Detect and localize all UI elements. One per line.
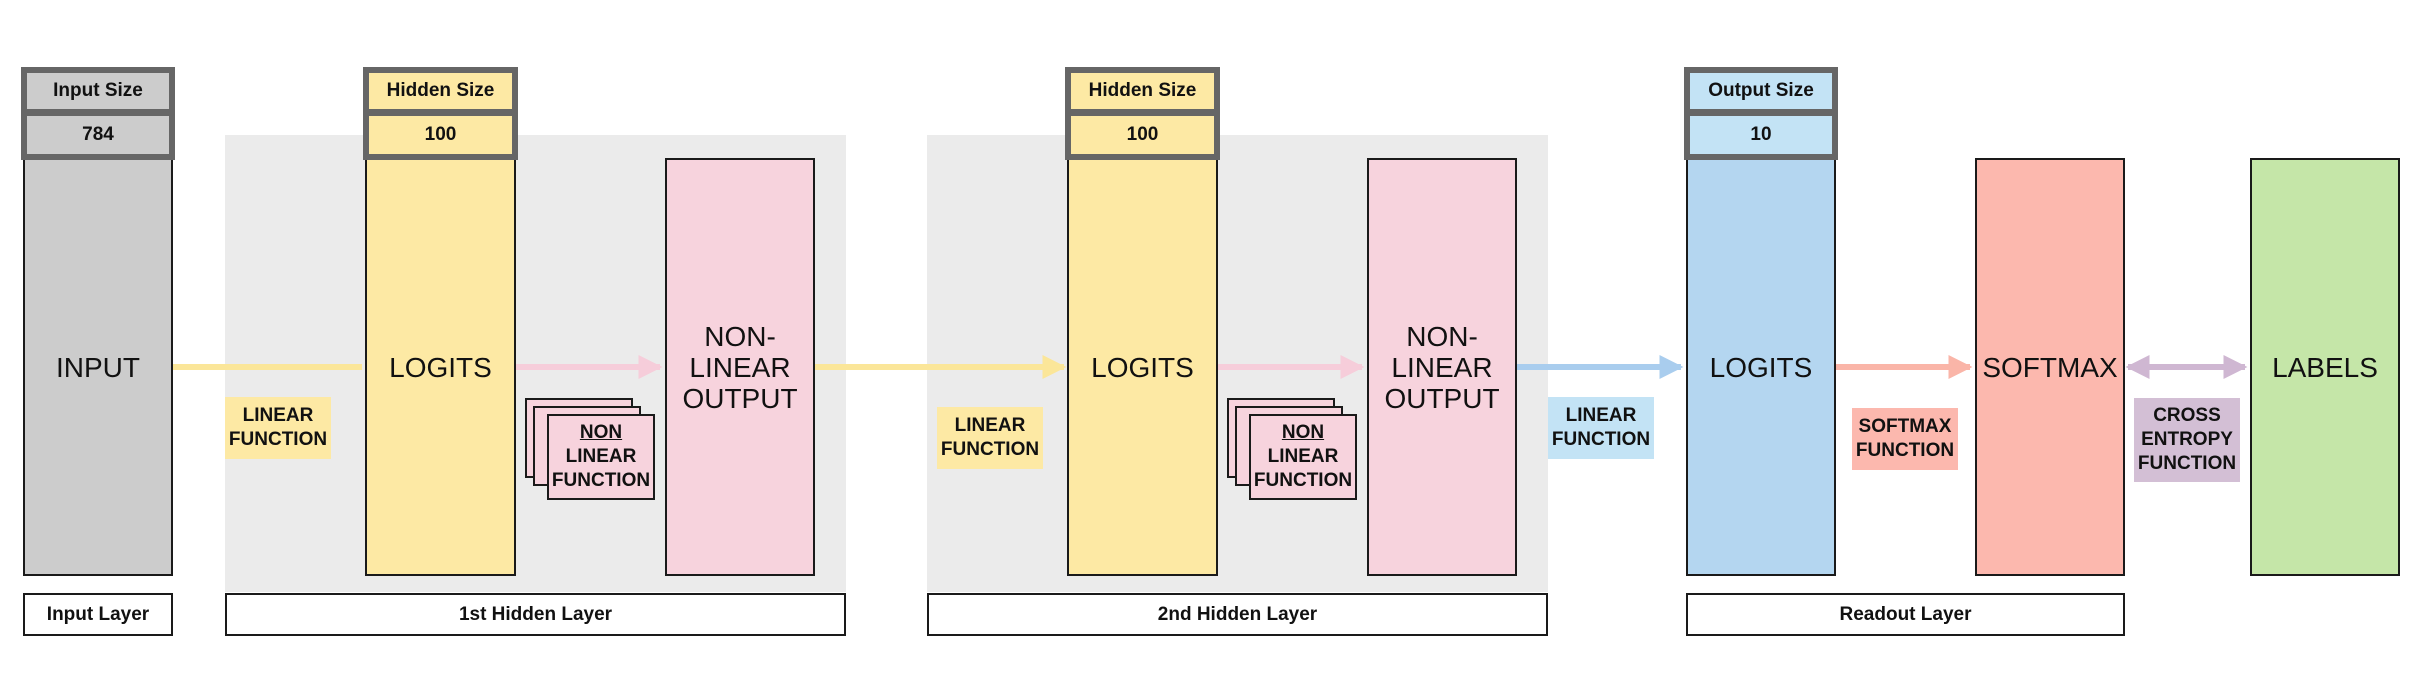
hidden2-layer-label: 2nd Hidden Layer [927, 593, 1548, 636]
hidden1-nonlinear-function-line2: LINEAR [565, 446, 637, 467]
softmax-function-label: SOFTMAX FUNCTION [1852, 408, 1958, 470]
hidden1-nonlinear-function-line3: FUNCTION [551, 470, 651, 491]
labels-column: LABELS [2250, 158, 2400, 576]
hidden1-nonlinear-function-line1: NON [579, 422, 623, 443]
hidden2-nonlinear-output: NON- LINEAR OUTPUT [1367, 158, 1517, 576]
hidden1-linear-function-line1: LINEAR [242, 405, 314, 426]
hidden1-linear-function-label: LINEAR FUNCTION [225, 397, 331, 459]
hidden1-nonlinear-output: NON- LINEAR OUTPUT [665, 158, 815, 576]
cross-entropy-function-label: CROSS ENTROPY FUNCTION [2134, 398, 2240, 482]
hidden2-nonlinear-output-line1: NON- [1406, 320, 1478, 352]
input-size-value: 784 [21, 110, 175, 160]
hidden1-logits-column: LOGITS [365, 158, 516, 576]
hidden2-size-title: Hidden Size [1065, 67, 1220, 115]
cross-entropy-line2: ENTROPY [2141, 429, 2233, 450]
softmax-function-line2: FUNCTION [1855, 440, 1955, 461]
hidden1-size-title: Hidden Size [363, 67, 518, 115]
readout-size-title: Output Size [1684, 67, 1838, 115]
input-size-title: Input Size [21, 67, 175, 115]
hidden2-nonlinear-output-line2: LINEAR [1391, 351, 1493, 383]
hidden2-linear-function-line2: FUNCTION [940, 439, 1040, 460]
hidden2-linear-function-label: LINEAR FUNCTION [937, 407, 1043, 469]
softmax-function-line1: SOFTMAX [1858, 416, 1952, 437]
softmax-column: SOFTMAX [1975, 158, 2125, 576]
hidden1-nonlinear-function-card: NON LINEAR FUNCTION [547, 414, 655, 500]
hidden2-nonlinear-output-line3: OUTPUT [1384, 382, 1500, 414]
hidden2-nonlinear-function-card: NON LINEAR FUNCTION [1249, 414, 1357, 500]
readout-linear-function-line2: FUNCTION [1551, 429, 1651, 450]
input-column: INPUT [23, 158, 173, 576]
readout-linear-function-label: LINEAR FUNCTION [1548, 397, 1654, 459]
hidden2-nonlinear-function-line1: NON [1281, 422, 1325, 443]
readout-layer-label: Readout Layer [1686, 593, 2125, 636]
readout-linear-function-line1: LINEAR [1565, 405, 1637, 426]
hidden1-size-value: 100 [363, 110, 518, 160]
hidden2-nonlinear-function-line2: LINEAR [1267, 446, 1339, 467]
hidden1-linear-function-line2: FUNCTION [228, 429, 328, 450]
hidden1-nonlinear-output-line3: OUTPUT [682, 382, 798, 414]
readout-logits-column: LOGITS [1686, 158, 1836, 576]
hidden1-nonlinear-output-line1: NON- [704, 320, 776, 352]
input-layer-label: Input Layer [23, 593, 173, 636]
hidden1-nonlinear-output-line2: LINEAR [689, 351, 791, 383]
hidden2-logits-column: LOGITS [1067, 158, 1218, 576]
hidden2-linear-function-line1: LINEAR [954, 415, 1026, 436]
hidden2-size-value: 100 [1065, 110, 1220, 160]
cross-entropy-line3: FUNCTION [2137, 453, 2237, 474]
cross-entropy-line1: CROSS [2153, 405, 2221, 426]
hidden2-nonlinear-function-line3: FUNCTION [1253, 470, 1353, 491]
hidden1-layer-label: 1st Hidden Layer [225, 593, 846, 636]
readout-size-value: 10 [1684, 110, 1838, 160]
